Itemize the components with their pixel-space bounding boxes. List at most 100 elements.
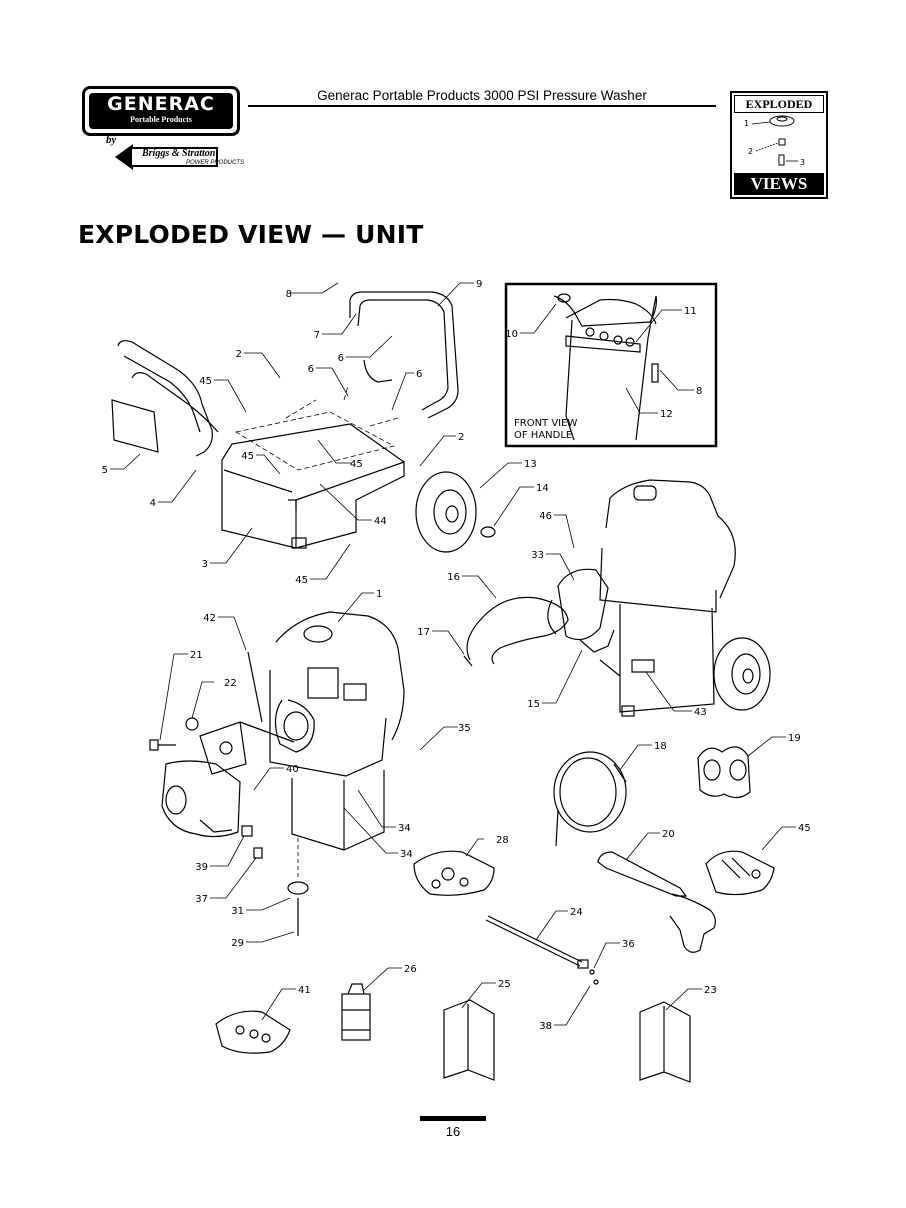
- generac-logo: GENERAC Portable Products: [82, 86, 240, 136]
- callout-41: 41: [298, 985, 311, 996]
- callout-45e: 45: [798, 823, 811, 834]
- callout-46: 46: [539, 511, 552, 522]
- callout-14: 14: [536, 483, 549, 494]
- callout-7: 7: [314, 330, 320, 341]
- callout-12: 12: [660, 409, 673, 420]
- callout-21: 21: [190, 650, 203, 661]
- front-view-inset: [504, 282, 718, 448]
- callout-17: 17: [417, 627, 430, 638]
- frame-part: [221, 423, 405, 549]
- callout-29: 29: [231, 938, 244, 949]
- callout-40: 40: [286, 764, 299, 775]
- callout-24: 24: [570, 907, 583, 918]
- badge-callout-2: 2: [748, 147, 753, 156]
- header-rule: [248, 105, 716, 107]
- callout-10: 10: [505, 329, 518, 340]
- extension-part: [485, 915, 599, 985]
- hardware-bag-41: [215, 1010, 291, 1054]
- leader-lines: [110, 282, 796, 1026]
- callout-20: 20: [662, 829, 675, 840]
- callout-5: 5: [102, 465, 108, 476]
- callout-25: 25: [498, 979, 511, 990]
- engine-assembly-upper: [547, 479, 736, 717]
- callout-45d: 45: [295, 575, 308, 586]
- callout-13: 13: [524, 459, 537, 470]
- callout-18: 18: [654, 741, 667, 752]
- callout-37: 37: [195, 894, 208, 905]
- callout-35: 35: [458, 723, 471, 734]
- callout-42: 42: [203, 613, 216, 624]
- foot-part: [287, 881, 309, 895]
- logo-partner: Briggs & Stratton: [142, 148, 216, 159]
- callout-2: 2: [236, 349, 242, 360]
- callout-4: 4: [150, 498, 156, 509]
- callout-15: 15: [527, 699, 540, 710]
- hose-upper-part: [463, 596, 569, 667]
- hardware-bag-28: [413, 850, 495, 896]
- callout-19: 19: [788, 733, 801, 744]
- wheel-left-part: [415, 471, 477, 553]
- callout-31: 31: [231, 906, 244, 917]
- logo-subtitle: Portable Products: [130, 115, 192, 124]
- hardware-bag-45: [705, 850, 775, 896]
- assembly-guide: [234, 385, 399, 471]
- callout-36: 36: [622, 939, 635, 950]
- page-number: 16: [445, 1124, 461, 1139]
- callout-6b: 6: [308, 364, 314, 375]
- hose-part: [553, 751, 627, 847]
- wheel-right-part: [713, 637, 771, 711]
- callout-43: 43: [694, 707, 707, 718]
- callout-9: 9: [476, 279, 482, 290]
- bolt-part: [149, 717, 199, 751]
- footer-rule: [420, 1116, 486, 1121]
- badge-callout-1: 1: [744, 119, 749, 128]
- page-heading: EXPLODED VIEW — UNIT: [78, 220, 424, 249]
- callout-34: 34: [398, 823, 411, 834]
- callout-45: 45: [199, 376, 212, 387]
- inset-caption-line2: OF HANDLE: [514, 430, 572, 441]
- exploded-views-badge: EXPLODED 1 2 3 VIEWS: [730, 91, 828, 199]
- engine-part: [239, 611, 405, 851]
- badge-top-label: EXPLODED: [734, 95, 824, 113]
- callout-33: 33: [531, 550, 544, 561]
- wand-part: [597, 851, 716, 953]
- callout-6: 6: [338, 353, 344, 364]
- callout-34b: 34: [400, 849, 413, 860]
- callout-26: 26: [404, 964, 417, 975]
- callout-2b: 2: [458, 432, 464, 443]
- callout-45b: 45: [241, 451, 254, 462]
- spray-tips-part: [697, 746, 751, 799]
- oil-bottle-part: [341, 983, 371, 1041]
- callout-11: 11: [684, 306, 697, 317]
- fitting-39: [241, 825, 253, 837]
- badge-bottom-label: VIEWS: [734, 173, 824, 195]
- callout-3: 3: [202, 559, 208, 570]
- manual-25: [443, 999, 495, 1081]
- badge-diagram: 1 2 3: [744, 115, 805, 167]
- callout-44: 44: [374, 516, 387, 527]
- callout-8: 8: [286, 289, 292, 300]
- callout-6c: 6: [416, 369, 422, 380]
- rod-part: [247, 651, 263, 723]
- inset-caption-line1: FRONT VIEW: [514, 418, 577, 429]
- callout-1: 1: [376, 589, 382, 600]
- callout-23: 23: [704, 985, 717, 996]
- callout-39: 39: [195, 862, 208, 873]
- briggs-stratton-logo: [115, 144, 218, 170]
- plate-part: [111, 399, 159, 453]
- callout-labels: 8 7 9 2 6 6 6 45 45 45 2 5 4 44 3 45 10 …: [102, 279, 811, 1032]
- side-handle-part: [117, 340, 219, 457]
- inset-handle: [553, 293, 659, 441]
- manual-23: [639, 1001, 691, 1083]
- callout-45c: 45: [350, 459, 363, 470]
- logo-partner-sub: POWER PRODUCTS: [186, 160, 245, 166]
- callout-16: 16: [447, 572, 460, 583]
- handle-part: [349, 291, 459, 419]
- pump-part: [161, 721, 247, 838]
- document-title: Generac Portable Products 3000 PSI Press…: [317, 88, 647, 103]
- logo-brand: GENERAC: [107, 93, 215, 115]
- callout-38: 38: [539, 1021, 552, 1032]
- callout-28: 28: [496, 835, 509, 846]
- badge-callout-3: 3: [800, 158, 805, 167]
